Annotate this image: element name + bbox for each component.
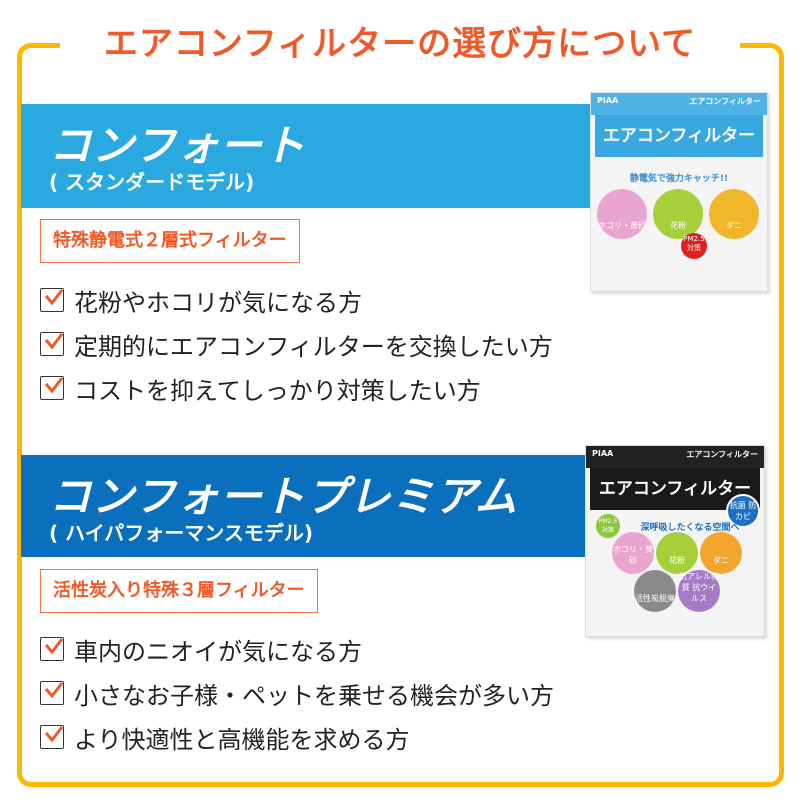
checklist: 花粉やホコリが気になる方 定期的にエアコンフィルターを交換したい方 コストを抑え… — [40, 278, 553, 410]
page-title: エアコンフィルターの選び方について — [60, 18, 740, 70]
item-text: 定期的にエアコンフィルターを交換したい方 — [74, 332, 553, 361]
product-catch: 静電気で強力キャッチ!! — [629, 174, 729, 184]
product-catch: 深呼吸したくなる空間へ — [640, 523, 740, 533]
model-subtitle: ( スタンダードモデル) — [49, 170, 255, 194]
item-text: 花粉やホコリが気になる方 — [74, 288, 362, 317]
model-subtitle: ( ハイパフォーマンスモデル) — [49, 521, 314, 545]
checkbox-icon — [40, 376, 64, 400]
list-item: より快適性と高機能を求める方 — [40, 715, 554, 759]
brand-logo: PIAA — [597, 96, 619, 105]
product-image-standard: PIAA エアコンフィルター エアコンフィルター 静電気で強力キャッチ!! ホコリ… — [590, 92, 768, 292]
list-item: 花粉やホコリが気になる方 — [40, 278, 553, 322]
checklist: 車内のニオイが気になる方 小さなお子様・ペットを乗せる機会が多い方 より快適性と… — [40, 627, 554, 759]
feature-circle: ダニ — [700, 532, 742, 574]
item-text: コストを抑えてしっかり対策したい方 — [74, 376, 481, 405]
checkbox-icon — [40, 288, 64, 312]
list-item: 定期的にエアコンフィルターを交換したい方 — [40, 322, 553, 366]
filter-type-tag: 活性炭入り特殊３層フィルター — [40, 569, 318, 613]
model-name: コンフォート — [49, 121, 306, 170]
product-name: エアコンフィルター — [595, 115, 763, 157]
checkbox-icon — [40, 332, 64, 356]
product-small-name: エアコンフィルター — [689, 97, 761, 106]
filter-type-tag: 特殊静電式２層式フィルター — [40, 219, 300, 263]
feature-circle: ホコリ・黄砂 — [597, 189, 647, 239]
feature-circle: 花粉 — [653, 189, 703, 239]
pm25-badge: PM2.5 対策 — [596, 514, 620, 538]
checkbox-icon — [40, 637, 64, 661]
feature-circle: ホコリ・黄砂 — [612, 532, 654, 574]
item-text: より快適性と高機能を求める方 — [74, 725, 410, 754]
feature-circle: 抗アレル物質 抗ウイルス — [678, 570, 720, 612]
list-item: 小さなお子様・ペットを乗せる機会が多い方 — [40, 671, 554, 715]
list-item: コストを抑えてしっかり対策したい方 — [40, 366, 553, 410]
item-text: 小さなお子様・ペットを乗せる機会が多い方 — [74, 681, 554, 710]
item-text: 車内のニオイが気になる方 — [74, 637, 362, 666]
feature-circle: 花粉 — [656, 532, 698, 574]
feature-circle: ダニ — [709, 189, 759, 239]
model-name: コンフォートプレミアム — [49, 472, 518, 521]
brand-logo: PIAA — [592, 449, 614, 458]
antibacterial-badge: 抗菌 防カビ — [726, 494, 760, 528]
product-small-name: エアコンフィルター — [686, 450, 758, 459]
premium-model-banner: コンフォートプレミアム ( ハイパフォーマンスモデル) — [21, 455, 621, 557]
pm25-badge: PM2.5 対策 — [681, 233, 707, 259]
standard-model-banner: コンフォート ( スタンダードモデル) — [21, 104, 621, 208]
checkbox-icon — [40, 725, 64, 749]
checkbox-icon — [40, 681, 64, 705]
list-item: 車内のニオイが気になる方 — [40, 627, 554, 671]
feature-circle: 活性炭脱臭 — [634, 570, 676, 612]
